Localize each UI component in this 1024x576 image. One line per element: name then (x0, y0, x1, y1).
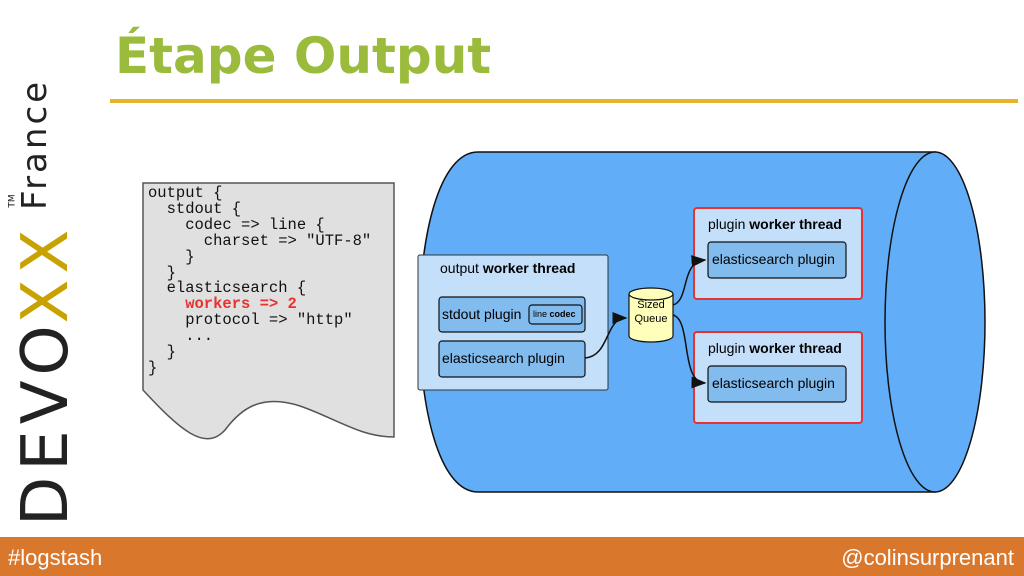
code-line: elasticsearch { (148, 279, 307, 298)
footer-hashtag: #logstash (8, 545, 103, 570)
worker-thread-label-1: plugin worker thread (708, 216, 842, 232)
code-line: } (148, 263, 176, 282)
worker-thread-label-2-bold: worker thread (749, 340, 842, 356)
footer-handle: @colinsurprenant (841, 545, 1014, 570)
stdout-plugin-label: stdout plugin (442, 306, 522, 322)
code-line: output { (148, 184, 223, 202)
sized-queue-shape (628, 294, 674, 343)
worker-thread-label-2-prefix: plugin (708, 340, 746, 356)
config-code: output { stdout { codec => line { charse… (148, 184, 372, 377)
code-line: charset => "UTF-8" (148, 231, 372, 250)
connector-queue-to-worker-1 (672, 255, 707, 306)
output-es-plugin-label: elasticsearch plugin (442, 350, 565, 366)
sized-queue-label: Sized Queue (632, 298, 670, 326)
config-document-shape (142, 182, 395, 440)
sized-queue-label-line1: Sized (637, 299, 665, 311)
output-thread-label-prefix: output (440, 260, 479, 276)
footer-bar: #logstash @colinsurprenant (0, 537, 1024, 576)
worker-es-plugin-label-1: elasticsearch plugin (712, 251, 835, 267)
output-es-plugin-box (438, 340, 586, 378)
connector-queue-to-worker-2 (672, 314, 707, 389)
worker-thread-label-1-prefix: plugin (708, 216, 746, 232)
sized-queue-top (628, 287, 674, 301)
code-line: } (148, 247, 195, 266)
code-line: stdout { (148, 199, 242, 218)
output-thread-label-bold: worker thread (482, 260, 576, 276)
connector-es-to-queue (584, 312, 628, 359)
worker-es-plugin-box-2 (707, 365, 847, 403)
line-codec-label-bold: codec (549, 309, 576, 319)
line-codec-box (528, 304, 583, 325)
code-line: } (148, 358, 158, 377)
code-line: ... (148, 327, 214, 346)
slide-title: Étape Output (115, 27, 492, 85)
line-codec-label: line codec (533, 309, 576, 319)
cylinder-end-cap (884, 151, 986, 493)
code-line: workers => 2 (148, 295, 297, 314)
title-underline (110, 99, 1018, 103)
code-line: protocol => "http" (148, 311, 353, 330)
worker-es-plugin-box-1 (707, 241, 847, 279)
worker-thread-label-1-bold: worker thread (749, 216, 842, 232)
worker-thread-label-2: plugin worker thread (708, 340, 842, 356)
code-line: codec => line { (148, 215, 325, 234)
worker-es-plugin-label-2: elasticsearch plugin (712, 375, 835, 391)
sized-queue-label-line2: Queue (634, 313, 668, 325)
line-codec-label-prefix: line (533, 309, 548, 319)
output-thread-label: output worker thread (440, 260, 575, 276)
code-line: } (148, 343, 176, 362)
